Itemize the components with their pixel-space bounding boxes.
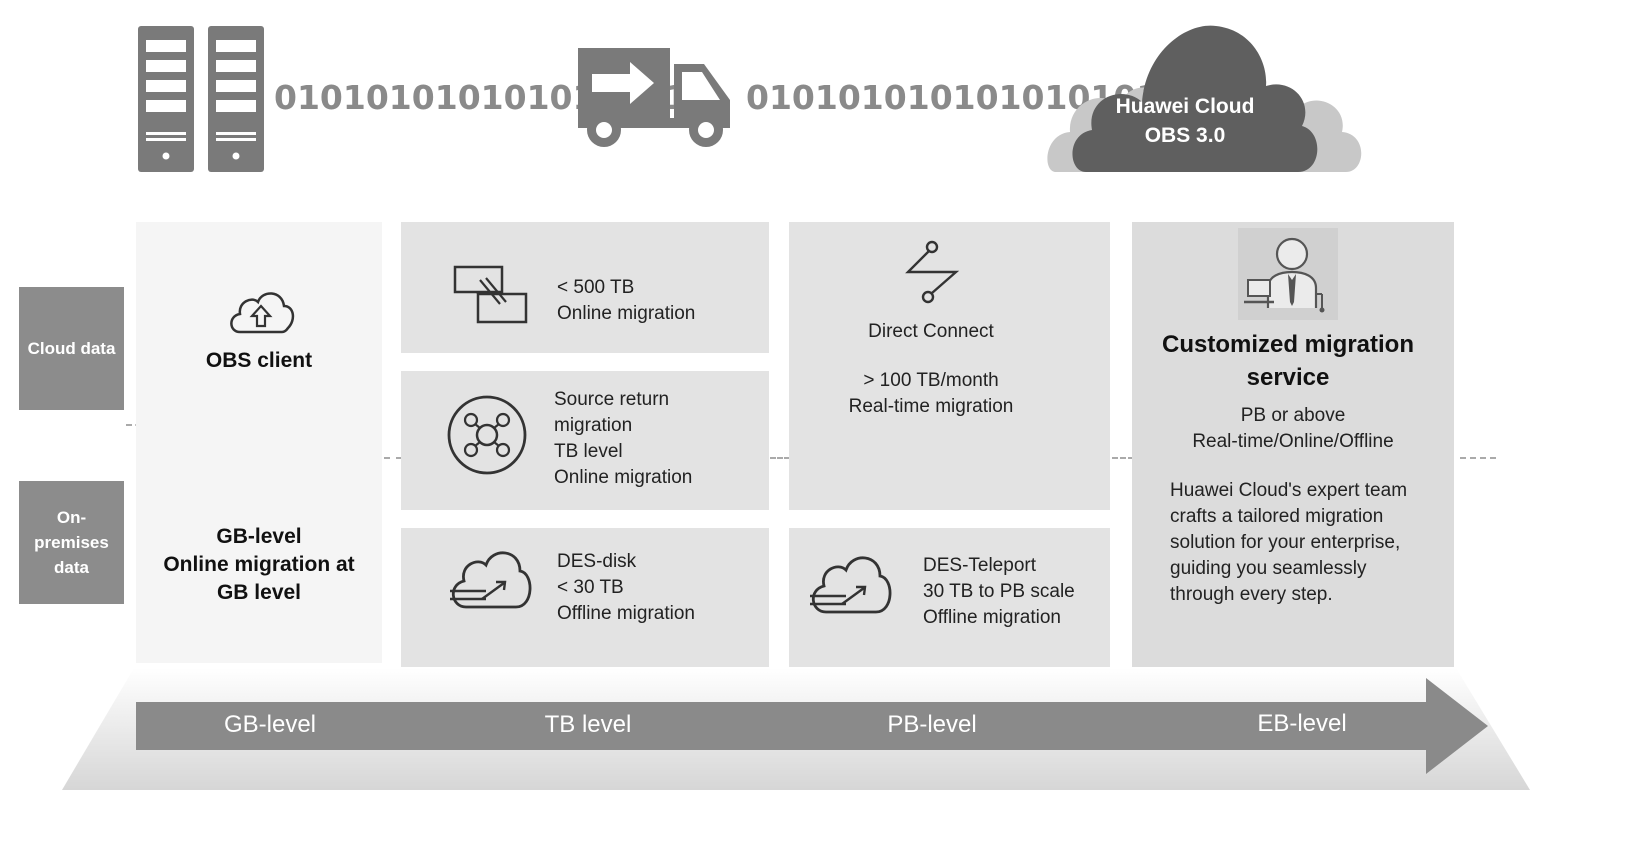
custom-title-line1: Customized migration	[1161, 331, 1414, 358]
desc-line: crafts a tailored migration	[1170, 506, 1384, 527]
gb-line2: Online migration at	[163, 553, 355, 576]
desc-line: guiding you seamlessly	[1170, 558, 1367, 579]
cloud-label-line1: Huawei Cloud	[1115, 95, 1255, 118]
des-teleport-panel	[789, 528, 1110, 667]
divider-dash	[770, 457, 790, 459]
des-disk-line3: Offline migration	[557, 603, 695, 624]
divider-dash	[1112, 457, 1134, 459]
direct-connect-panel	[789, 222, 1110, 510]
des-disk-line1: DES-disk	[557, 551, 637, 572]
cloud-data-label: Cloud data	[19, 287, 124, 410]
scale-arrow	[62, 668, 1530, 790]
online-migration-panel	[401, 222, 769, 353]
desc-line: solution for your enterprise,	[1170, 532, 1401, 553]
des-disk-text: DES-disk < 30 TB Offline migration	[557, 549, 695, 627]
source-line2: migration	[554, 415, 633, 436]
on-prem-line1: On-	[56, 508, 87, 527]
custom-sub-line1: PB or above	[1240, 405, 1346, 426]
online-migration-text: < 500 TB Online migration	[557, 275, 695, 327]
truck-icon	[578, 48, 730, 147]
desc-line: Huawei Cloud's expert team	[1170, 480, 1408, 501]
des-disk-panel	[401, 528, 769, 667]
cloud-transfer-icon	[810, 556, 892, 614]
online-line1: < 500 TB	[557, 277, 635, 298]
custom-migration-title: Customized migration service	[1132, 328, 1444, 394]
cloud-upload-icon	[230, 292, 295, 334]
cloud-label-line2: OBS 3.0	[1144, 124, 1226, 147]
level-tb: TB level	[544, 711, 632, 738]
online-line2: Online migration	[557, 303, 696, 324]
level-gb: GB-level	[223, 711, 317, 738]
source-return-text: Source return migration TB level Online …	[554, 387, 692, 491]
divider-dash	[384, 457, 402, 459]
teleport-line1: DES-Teleport	[923, 555, 1036, 576]
direct-line2: Real-time migration	[848, 396, 1014, 417]
cloud-label: Huawei Cloud OBS 3.0	[1100, 92, 1270, 150]
cloud-icon	[1047, 25, 1362, 172]
expert-person-icon	[1238, 228, 1338, 320]
custom-sub-line2: Real-time/Online/Offline	[1192, 431, 1394, 452]
custom-title-line2: service	[1246, 364, 1330, 391]
source-return-panel	[401, 371, 769, 510]
direct-connect-title: Direct Connect	[868, 321, 994, 342]
divider-dash	[1460, 457, 1496, 459]
network-hub-icon	[447, 395, 527, 475]
source-line4: Online migration	[554, 467, 693, 488]
des-disk-line2: < 30 TB	[557, 577, 624, 598]
des-teleport-text: DES-Teleport 30 TB to PB scale Offline m…	[923, 553, 1075, 631]
server-icon	[138, 26, 264, 172]
cloud-transfer-icon	[450, 551, 532, 609]
custom-migration-subtitle: PB or above Real-time/Online/Offline	[1132, 403, 1454, 455]
online-migration-icon	[453, 265, 528, 324]
obs-client-panel	[136, 222, 382, 663]
source-line1: Source return	[554, 389, 670, 410]
cloud-data-text: Cloud data	[27, 339, 116, 358]
teleport-line3: Offline migration	[923, 607, 1061, 628]
on-prem-line3: data	[54, 558, 89, 577]
direct-line1: > 100 TB/month	[863, 370, 999, 391]
desc-line: through every step.	[1170, 584, 1333, 605]
source-line3: TB level	[554, 441, 623, 462]
level-eb: EB-level	[1257, 710, 1347, 737]
obs-client-title: OBS client	[205, 349, 313, 372]
gb-line3: GB level	[216, 581, 302, 604]
custom-migration-description: Huawei Cloud's expert team crafts a tail…	[1170, 478, 1450, 608]
direct-connect-icon	[905, 240, 960, 304]
direct-connect-text: > 100 TB/month Real-time migration	[789, 368, 1073, 420]
level-pb: PB-level	[887, 711, 977, 738]
gb-level-description: GB-level Online migration at GB level	[136, 523, 382, 607]
on-prem-line2: premises	[34, 533, 109, 552]
gb-line1: GB-level	[216, 525, 302, 548]
on-premises-data-label: On- premises data	[19, 481, 124, 604]
teleport-line2: 30 TB to PB scale	[923, 581, 1075, 602]
